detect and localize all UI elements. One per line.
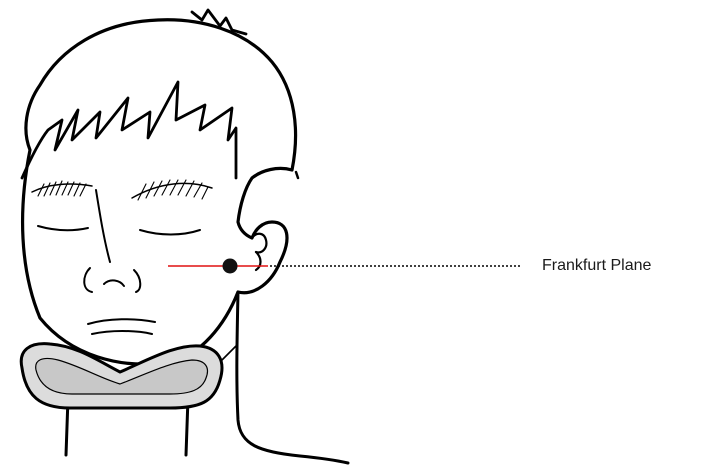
mouth (88, 319, 155, 334)
ear (252, 234, 266, 270)
chin-rest (21, 344, 236, 408)
frankfurt-plane-label: Frankfurt Plane (542, 256, 651, 276)
left-eyebrow (32, 181, 92, 196)
ear-point-dot-icon (223, 259, 238, 274)
nose (84, 190, 140, 292)
closed-eyes (38, 226, 200, 235)
hair-fringe (22, 82, 236, 178)
right-eyebrow (132, 180, 212, 200)
